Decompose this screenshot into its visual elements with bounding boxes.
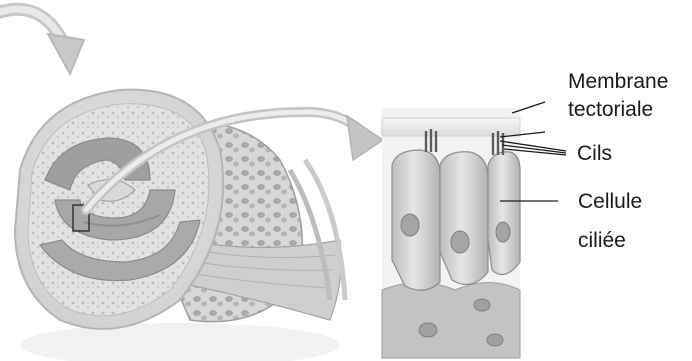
label-cils: Cils: [577, 142, 612, 166]
entry-arrow: [0, 9, 84, 74]
label-membrane-line1: Membrane: [568, 70, 668, 94]
label-cellule-line2: ciliée: [578, 229, 626, 253]
membrane-leader: [512, 102, 545, 113]
cochlea-cross-section: [15, 90, 345, 361]
hair-cell-panel: [382, 108, 520, 358]
label-membrane-line2: tectoriale: [568, 98, 653, 122]
label-cellule-line1: Cellule: [578, 190, 642, 214]
